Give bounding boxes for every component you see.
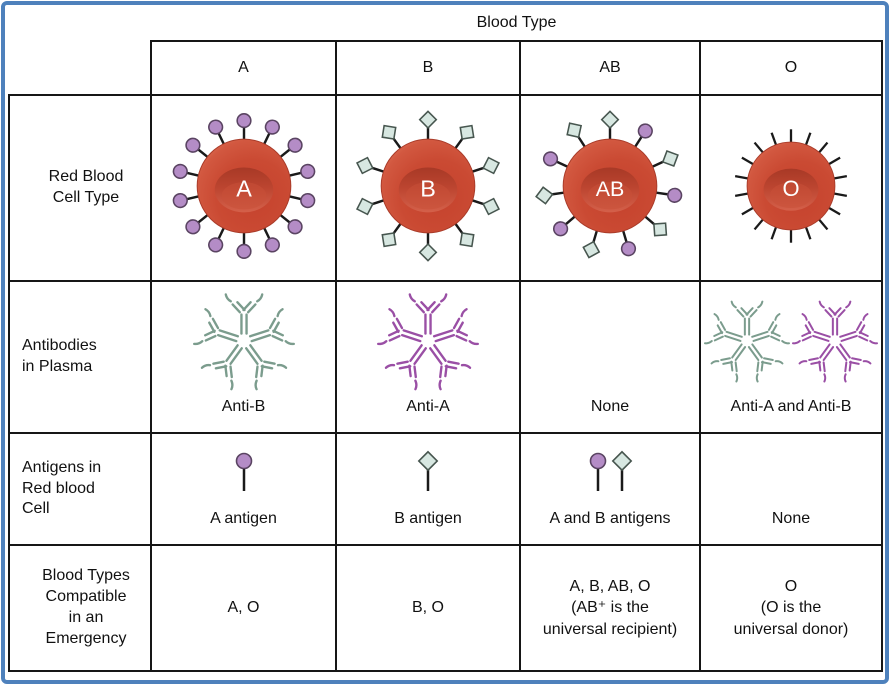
cell-rbc-o: O <box>698 94 884 282</box>
anti-b-antibody-icon <box>193 289 295 391</box>
header-spacer-cell <box>9 41 151 95</box>
red-blood-cell-b-icon: B <box>353 109 503 262</box>
cell-antigens-a: A antigen <box>150 432 337 546</box>
cell-antigens-ab: A and B antigens <box>519 432 701 546</box>
rbc-letter-b: B <box>420 175 436 201</box>
compat-text-ab: A, B, AB, O (AB⁺ is the universal recipi… <box>542 577 678 638</box>
antigen-label-ab: A and B antigens <box>549 510 671 527</box>
anti-b-antibody-icon <box>704 297 790 383</box>
cell-antibodies-a: Anti-B <box>150 280 337 434</box>
row-header-antigens-in-red-blood-cell: Antigens in Red blood Cell <box>8 432 152 546</box>
a-and-b-antigens-icon <box>589 450 633 493</box>
red-blood-cell-a-icon: A <box>170 112 317 259</box>
antibody-label-b: Anti-A <box>406 398 450 415</box>
column-header-o: O <box>698 40 884 96</box>
cell-compat-ab: A, B, AB, O (AB⁺ is the universal recipi… <box>519 544 701 672</box>
compat-text-o: O (O is the universal donor) <box>733 577 849 638</box>
antigen-label-o: None <box>771 510 811 527</box>
table-title-text: Blood Type <box>476 14 557 31</box>
cell-rbc-a: A <box>150 94 337 282</box>
title-spacer-cell <box>9 6 151 41</box>
table-title: Blood Type <box>151 6 882 41</box>
blood-type-table: Blood Type A B AB O Red Blood Cell Type <box>8 6 884 672</box>
red-blood-cell-o-icon: O <box>734 127 848 244</box>
anti-a-antibody-icon <box>792 297 878 383</box>
red-blood-cell-ab-icon: AB <box>533 109 684 261</box>
rbc-letter-a: A <box>236 175 252 201</box>
column-header-ab: AB <box>519 40 701 96</box>
rbc-letter-ab: AB <box>596 176 625 200</box>
antigen-label-a: A antigen <box>210 510 277 527</box>
cell-antibodies-ab: None <box>519 280 701 434</box>
row-header-red-blood-cell-type: Red Blood Cell Type <box>8 94 152 282</box>
cell-antigens-b: B antigen <box>335 432 521 546</box>
b-antigen-icon <box>417 450 439 493</box>
antibody-label-o: Anti-A and Anti-B <box>730 398 852 415</box>
antibody-label-ab: None <box>590 398 630 415</box>
cell-compat-b: B, O <box>335 544 521 672</box>
compat-text-b: B, O <box>411 599 444 617</box>
cell-compat-a: A, O <box>150 544 337 672</box>
row-header-blood-types-compatible: Blood Types Compatible in an Emergency <box>8 544 152 672</box>
anti-a-antibody-icon <box>377 289 479 391</box>
compat-text-a: A, O <box>227 599 260 617</box>
a-antigen-icon <box>234 452 253 493</box>
cell-antibodies-b: Anti-A <box>335 280 521 434</box>
column-header-a: A <box>150 40 337 96</box>
row-header-antibodies-in-plasma: Antibodies in Plasma <box>8 280 152 434</box>
rbc-letter-o: O <box>782 176 799 201</box>
column-header-b: B <box>335 40 521 96</box>
cell-antigens-o: None <box>698 432 884 546</box>
cell-rbc-ab: AB <box>519 94 701 282</box>
cell-compat-o: O (O is the universal donor) <box>698 544 884 672</box>
antibody-label-a: Anti-B <box>221 398 266 415</box>
antigen-label-b: B antigen <box>394 510 462 527</box>
cell-rbc-b: B <box>335 94 521 282</box>
cell-antibodies-o: Anti-A and Anti-B <box>698 280 884 434</box>
